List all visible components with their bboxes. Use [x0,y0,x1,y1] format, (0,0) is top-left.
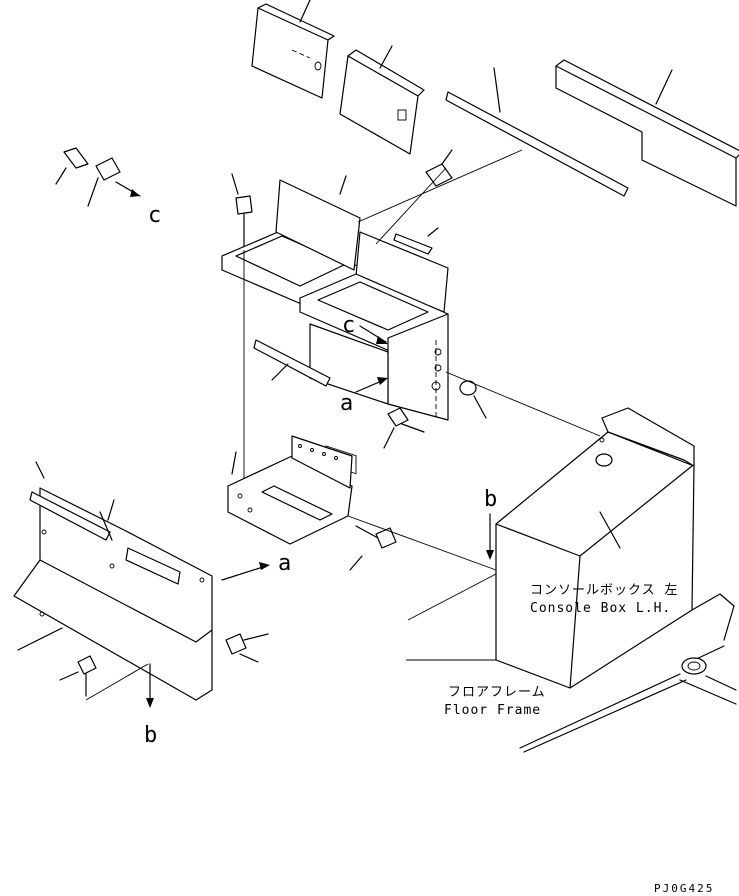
bolt-under-bracket [349,525,397,571]
callout-c-left: c [148,203,161,228]
callout-b-top: b [484,487,497,512]
bolt-and-clip-c [55,147,141,207]
long-bolt [231,173,253,251]
callout-a-right: a [278,551,291,576]
bolt-near-cover [225,633,269,663]
arrow-c-mid [359,325,388,344]
arrow-b-top [486,513,494,560]
callout-c-mid: c [342,313,355,338]
arrow-b-bottom [146,663,154,708]
lid-plate-top-right [339,45,425,155]
bolt-below-console [383,407,425,449]
lower-bracket [227,250,353,545]
callout-b-bottom: b [144,723,157,748]
seal-strip [445,67,629,197]
floor-cover [13,461,213,701]
bolt-bottom-left [59,655,149,701]
callout-a-mid: a [340,391,353,416]
foam-pad [555,59,739,207]
drawing-code: PJ0G425 [654,882,714,895]
console-box-label-jp: コンソールボックス 左 [530,583,678,598]
floor-frame-label-en: Floor Frame [444,703,541,718]
floor-frame-label-jp: フロアフレーム [448,685,546,700]
console-box-label-en: Console Box L.H. [530,601,671,616]
arrow-a-right [221,562,270,581]
rubber-strip [253,339,331,387]
arrow-a-mid [355,377,388,393]
floor-frame [519,593,737,753]
lid-plate-top-left [251,0,335,99]
console-box-lh [495,407,695,689]
bolt-console-top [425,149,453,187]
